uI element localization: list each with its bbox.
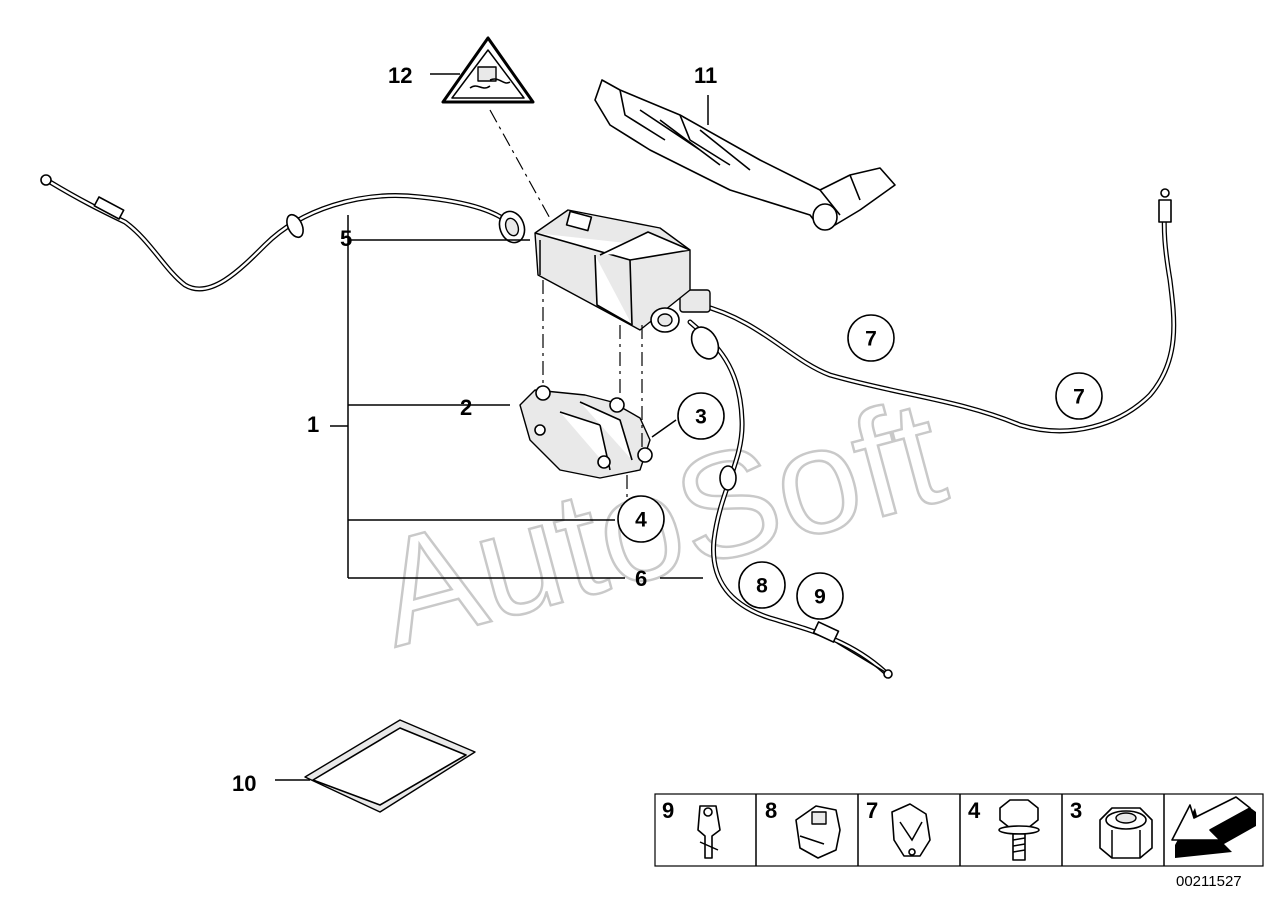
- circled-label-8: 8: [738, 561, 786, 609]
- parking-brake-actuator: [534, 209, 691, 333]
- svg-text:7: 7: [865, 328, 877, 351]
- bracket-2: [519, 385, 653, 479]
- label-12: 12: [388, 63, 412, 88]
- label-2: 2: [460, 395, 472, 420]
- circled-label-3: 3: [677, 392, 725, 440]
- circled-label-7b: 7: [1055, 372, 1103, 420]
- svg-text:7: 7: [866, 798, 878, 823]
- circled-label-4: 4: [617, 495, 665, 543]
- clip-8-icon: [795, 805, 841, 859]
- warning-label-12: [441, 36, 535, 104]
- svg-text:8: 8: [756, 575, 768, 598]
- clip-7-icon: [891, 803, 931, 857]
- direction-arrow-icon: [1171, 796, 1256, 858]
- label-11: 11: [694, 63, 717, 88]
- label-1: 1: [307, 412, 319, 437]
- svg-text:4: 4: [635, 509, 647, 532]
- legend-strip: 9 8 7 4: [654, 793, 1264, 867]
- legend-item-7: 7: [866, 798, 931, 857]
- legend-item-4: 4: [968, 798, 1040, 861]
- svg-text:3: 3: [1070, 798, 1082, 823]
- legend-item-8: 8: [765, 798, 841, 859]
- clip-9-icon: [697, 805, 721, 859]
- label-5: 5: [340, 226, 352, 251]
- svg-text:8: 8: [765, 798, 777, 823]
- cable-7: [679, 188, 1177, 434]
- leader-lines: [275, 73, 709, 781]
- reference-number: 00211527: [1176, 873, 1242, 890]
- circled-label-7a: 7: [847, 314, 895, 362]
- legend-item-9: 9: [662, 798, 721, 859]
- svg-text:7: 7: [1073, 386, 1085, 409]
- svg-text:3: 3: [695, 406, 707, 429]
- cable-6: [687, 319, 893, 679]
- circled-label-9: 9: [796, 572, 844, 620]
- release-handle-11: [594, 79, 896, 231]
- label-6: 6: [635, 566, 647, 591]
- nut-icon: [1099, 807, 1153, 859]
- svg-text:9: 9: [814, 586, 826, 609]
- legend-item-3: 3: [1070, 798, 1153, 859]
- svg-text:4: 4: [968, 798, 981, 823]
- svg-text:9: 9: [662, 798, 674, 823]
- label-10: 10: [232, 771, 256, 796]
- grease-pack-10: [304, 719, 476, 813]
- cable-5: [40, 174, 526, 292]
- bolt-icon: [998, 799, 1040, 861]
